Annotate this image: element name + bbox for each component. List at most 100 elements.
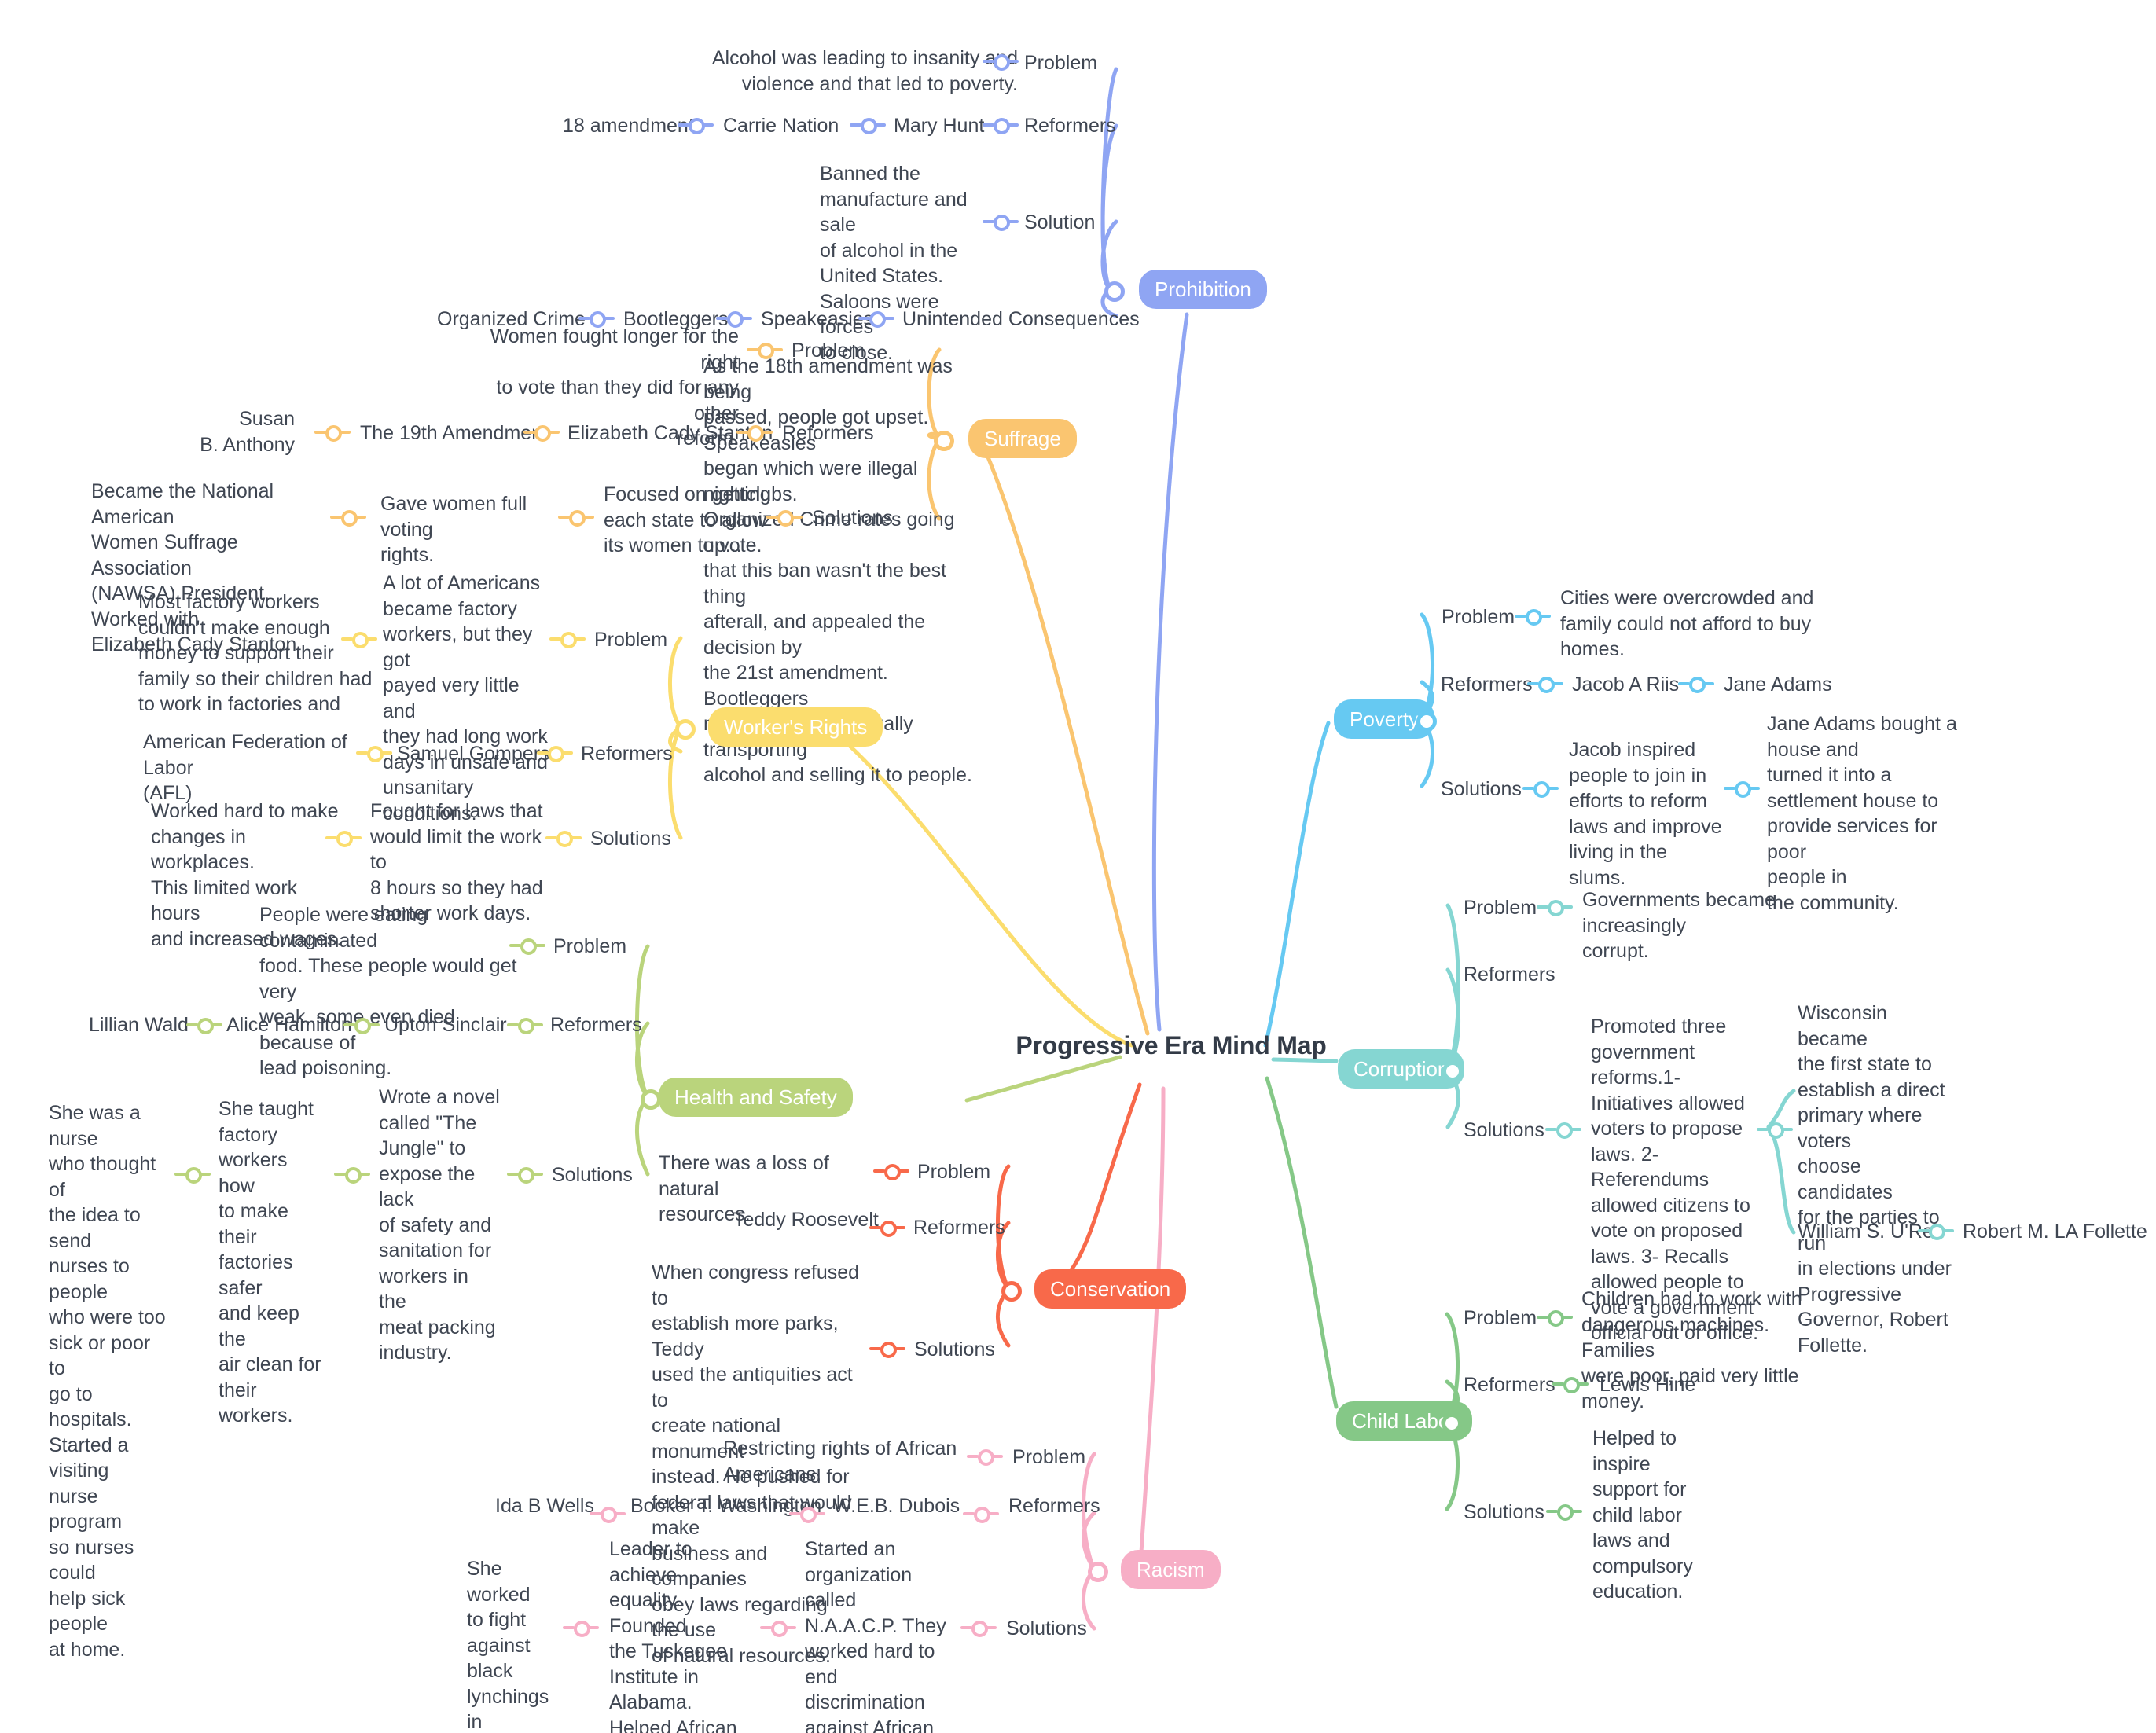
poverty-problem-label: Problem [1442,606,1515,628]
poverty-problem-detail: Cities were overcrowded and family could… [1560,587,1814,660]
connector-suffrage-reformers-3 [314,422,351,442]
connector-prohibition-unintended-2 [716,308,752,329]
connector-conservation-reformers-1 [869,1217,905,1238]
health-safety-solutions-detail-1: Wrote a novel called "The Jungle" to exp… [379,1086,500,1364]
poverty-solutions-label: Solutions [1441,778,1522,800]
poverty-reformers-chain-1: Jane Adams [1724,674,1832,696]
racism-reformers-chain-0: W.E.B. Dubois [833,1495,960,1517]
health-safety-reformers-label: Reformers [550,1014,642,1036]
prohibition-problem-detail: Alcohol was leading to insanity and viol… [711,47,1018,95]
connector-suffrage-solutions-1 [766,507,803,527]
hub-ring-corruption [1442,1061,1463,1081]
suffrage-problem-detail: Women fought longer for the right to vot… [490,325,739,450]
corruption-problem-label: Problem [1464,897,1537,919]
connector-prohibition-unintended-1 [858,308,894,329]
conservation-problem-detail: There was a loss of natural resources. [659,1152,829,1225]
connector-suffrage-solutions-3 [330,507,366,527]
hub-ring-suffrage [934,431,954,451]
prohibition-unintended-label: Unintended Consequences [902,308,1140,330]
connector-child-labor-reformers [1552,1374,1589,1394]
connector-conservation-problem [873,1161,909,1181]
connector-workers-rights-solutions-2 [325,828,362,848]
workers-rights-reformers-chain-1: American Federation of Labor (AFL) [143,731,347,804]
suffrage-reformers-chain-0: Elizabeth Cady Stanton [567,422,773,444]
connector-prohibition-reformers-1 [983,115,1019,135]
hub-ring-prohibition [1104,281,1125,302]
connector-corruption-solutions-chain [1918,1221,1954,1241]
workers-rights-problem-label: Problem [594,629,668,651]
child-labor-problem-detail: Children had to work with dangerous mach… [1581,1288,1802,1412]
prohibition-reformers-label: Reformers [1024,115,1116,137]
connector-health-safety-reformers-1 [507,1015,543,1035]
corruption-reformers-label: Reformers [1464,964,1555,986]
prohibition-reformers-chain-2: 18 amendment [563,115,694,137]
connector-racism-solutions-2 [760,1617,796,1638]
connector-conservation-solutions [869,1338,905,1359]
poverty-reformers-label: Reformers [1441,674,1533,696]
connector-health-safety-problem [509,935,545,956]
branch-pill-health-and-safety[interactable]: Health and Safety [659,1078,853,1117]
connector-workers-rights-reformers-1 [537,743,573,763]
hub-ring-racism [1088,1562,1108,1582]
connector-prohibition-reformers-3 [678,115,714,135]
health-safety-problem-detail: People were eating contaminated food. Th… [259,904,517,1079]
branch-pill-suffrage[interactable]: Suffrage [968,419,1077,458]
health-safety-reformers-chain-1: Alice Hamilton [226,1014,352,1036]
workers-rights-solutions-detail-1: Fought for laws that would limit the wor… [370,800,543,924]
health-safety-problem-label: Problem [553,935,627,957]
connector-corruption-problem [1537,897,1573,917]
racism-solutions-detail-1: Started an organization called N.A.A.C.P… [805,1538,946,1733]
hub-ring-child-labor [1442,1413,1462,1434]
suffrage-reformers-chain-1: The 19th Amendment [360,422,549,444]
corruption-solutions-detail-2: Wisconsin became the first state to esta… [1798,1002,1952,1357]
connector-workers-rights-reformers-2 [356,743,392,763]
workers-rights-problem-detail-2: Most factory workers couldn't make enoug… [138,591,373,715]
connector-suffrage-solutions-2 [558,507,594,527]
workers-rights-reformers-label: Reformers [581,743,673,765]
connector-poverty-problem [1515,606,1551,626]
prohibition-unintended-chain-2: Organized Crime [437,308,586,330]
connector-prohibition-problem [983,51,1019,72]
branch-pill-racism[interactable]: Racism [1121,1550,1221,1589]
suffrage-solutions-label: Solutions [812,507,893,529]
connector-poverty-solutions-2 [1724,778,1760,799]
branch-pill-corruption[interactable]: Corruption [1338,1049,1465,1089]
child-labor-reformers-label: Reformers [1464,1374,1555,1396]
connector-child-labor-solutions [1546,1501,1582,1522]
child-labor-solutions-label: Solutions [1464,1501,1544,1523]
prohibition-unintended-chain-1: Bootleggers [623,308,729,330]
connector-poverty-reformers-2 [1678,674,1714,694]
workers-rights-problem-detail-1: A lot of Americans became factory worker… [383,572,548,824]
connector-racism-problem [967,1446,1003,1467]
connector-racism-solutions-3 [563,1617,599,1638]
conservation-reformers-chain-0: Teddy Roosevelt [733,1209,879,1231]
prohibition-unintended-detail: As the 18th amendment was being passed, … [703,355,972,786]
branch-pill-prohibition[interactable]: Prohibition [1139,270,1267,309]
conservation-reformers-label: Reformers [913,1217,1005,1239]
corruption-solutions-chain-right: Robert M. LA Follette [1963,1221,2147,1243]
connector-poverty-solutions-1 [1522,778,1559,799]
health-safety-reformers-chain-0: Upton Sinclair [384,1014,507,1036]
connector-suffrage-reformers-1 [736,422,773,442]
prohibition-unintended-chain-0: Speakeasies [761,308,874,330]
connector-workers-rights-problem-1 [549,629,586,649]
conservation-solutions-detail: When congress refused to establish more … [652,1261,860,1667]
hub-ring-poverty [1416,711,1437,732]
corruption-solutions-detail-1: Promoted three government reforms.1- Ini… [1591,1015,1759,1344]
racism-solutions-detail-2: Leader to achieve equality. Founded the … [609,1538,737,1733]
child-labor-reformers-chain-0: Lewis Hine [1600,1374,1696,1396]
corruption-problem-detail: Governments became increasingly corrupt. [1582,889,1776,962]
poverty-solutions-detail-1: Jacob inspired people to join in efforts… [1569,739,1722,889]
branch-pill-workers-rights[interactable]: Worker's Rights [708,707,883,747]
connector-racism-solutions-1 [960,1617,997,1638]
suffrage-solutions-detail-2: Gave women full voting rights. [380,493,527,566]
conservation-problem-label: Problem [917,1161,991,1183]
branch-pill-conservation[interactable]: Conservation [1034,1269,1187,1309]
child-labor-problem-label: Problem [1464,1307,1537,1329]
connector-suffrage-problem [747,340,783,360]
health-safety-solutions-detail-3: She was a nurse who thought of the idea … [49,1102,166,1661]
suffrage-solutions-detail-3: Became the National American Women Suffr… [91,480,297,655]
prohibition-solution-label: Solution [1024,211,1096,233]
racism-reformers-label: Reformers [1008,1495,1100,1517]
